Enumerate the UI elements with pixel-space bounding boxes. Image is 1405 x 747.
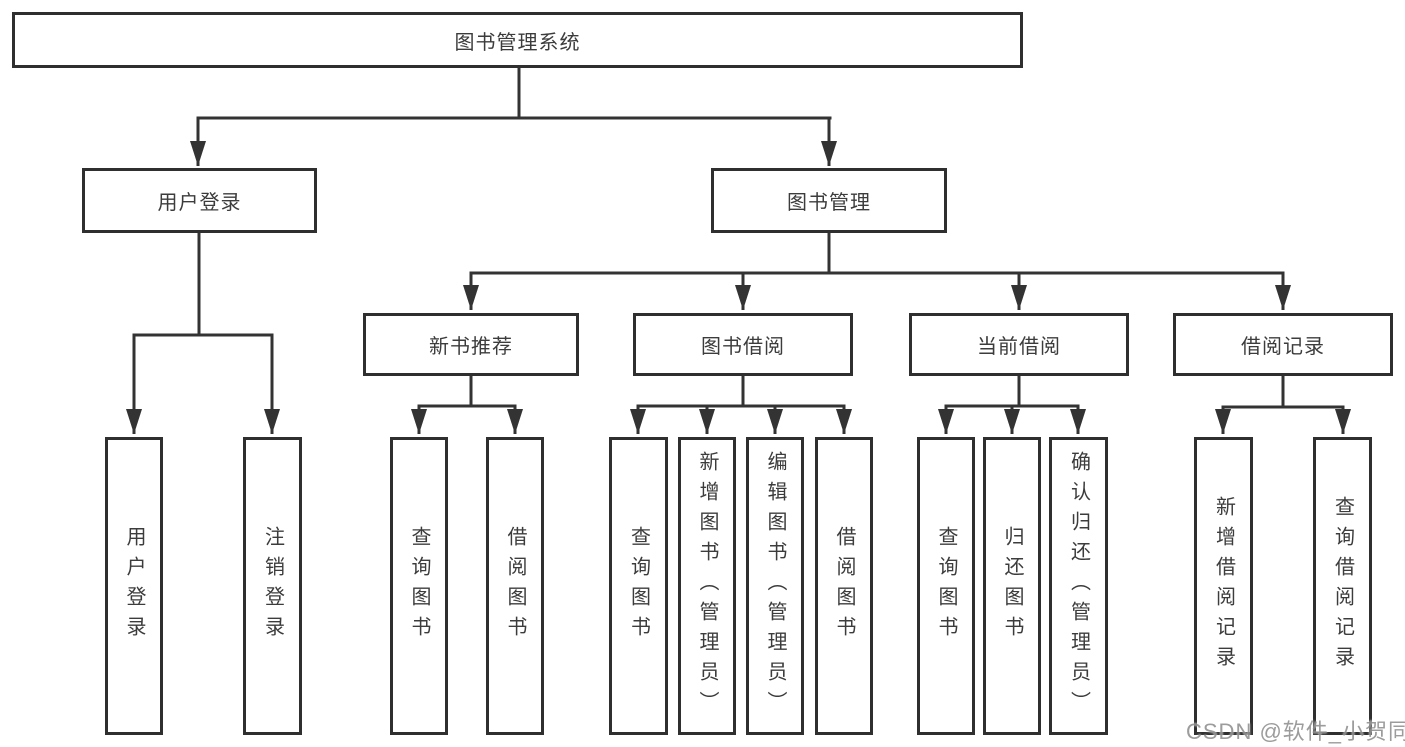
leaf-edit-book-admin: 编辑图书（管理员） xyxy=(746,437,804,735)
node-label: 新书推荐 xyxy=(429,336,513,358)
node-label: 查询图书 xyxy=(408,526,430,646)
node-label: 图书管理 xyxy=(787,192,871,214)
node-label: 借阅图书 xyxy=(504,526,526,646)
node-user-login: 用户登录 xyxy=(82,168,317,233)
node-label: 编辑图书（管理员） xyxy=(764,451,786,721)
node-book-management: 图书管理 xyxy=(711,168,947,233)
leaf-query-books-borrow: 查询图书 xyxy=(609,437,668,735)
leaf-query-books-recommend: 查询图书 xyxy=(390,437,448,735)
node-label: 新增图书（管理员） xyxy=(696,451,718,721)
node-new-book-recommend: 新书推荐 xyxy=(363,313,579,376)
node-label: 归还图书 xyxy=(1001,526,1023,646)
node-book-borrow: 图书借阅 xyxy=(633,313,853,376)
leaf-confirm-return-admin: 确认归还（管理员） xyxy=(1049,437,1108,735)
leaf-borrow-books: 借阅图书 xyxy=(815,437,873,735)
leaf-query-borrow-record: 查询借阅记录 xyxy=(1313,437,1372,735)
node-label: 图书管理系统 xyxy=(454,31,581,54)
node-library-management-system: 图书管理系统 xyxy=(12,12,1023,68)
leaf-add-borrow-record: 新增借阅记录 xyxy=(1194,437,1253,735)
node-label: 确认归还（管理员） xyxy=(1067,451,1090,721)
node-label: 当前借阅 xyxy=(977,336,1061,358)
leaf-add-book-admin: 新增图书（管理员） xyxy=(678,437,736,735)
node-label: 查询图书 xyxy=(627,526,650,646)
node-current-borrow: 当前借阅 xyxy=(909,313,1129,376)
node-label: 注销登录 xyxy=(261,526,284,646)
node-label: 用户登录 xyxy=(157,192,242,214)
csdn-watermark: CSDN @软件_小贺同学 xyxy=(1186,719,1405,744)
leaf-logout: 注销登录 xyxy=(243,437,302,735)
node-label: 新增借阅记录 xyxy=(1212,496,1235,676)
node-label: 查询借阅记录 xyxy=(1331,496,1354,676)
node-label: 图书借阅 xyxy=(701,336,785,358)
leaf-query-books-current: 查询图书 xyxy=(917,437,975,735)
node-label: 查询图书 xyxy=(935,526,957,646)
leaf-borrow-books-recommend: 借阅图书 xyxy=(486,437,544,735)
node-borrow-records: 借阅记录 xyxy=(1173,313,1393,376)
node-label: 用户登录 xyxy=(123,526,145,646)
leaf-return-book: 归还图书 xyxy=(983,437,1041,735)
leaf-user-login: 用户登录 xyxy=(105,437,163,735)
node-label: 借阅记录 xyxy=(1241,336,1325,358)
node-label: 借阅图书 xyxy=(833,526,855,646)
